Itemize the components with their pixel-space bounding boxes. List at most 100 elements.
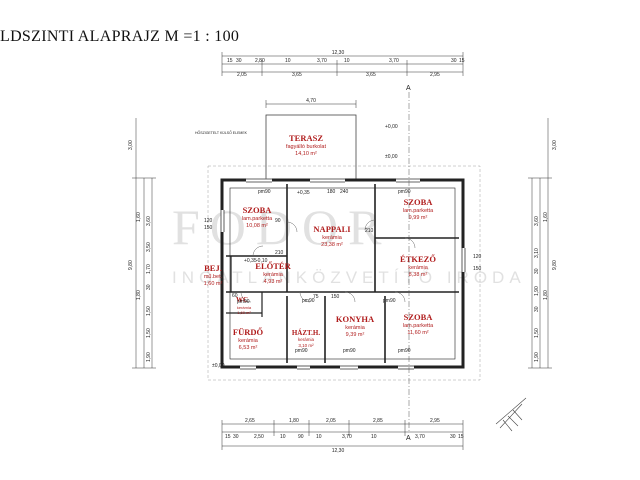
bottom-dimension-chain [221, 420, 464, 450]
dim-bottom-fine-9: 30 [450, 434, 456, 440]
room-szoba1-line1: lam.parketta [242, 216, 273, 222]
door-label-0: pm90 [258, 189, 271, 195]
room-terasz-name: TERASZ [289, 133, 323, 143]
room-wc-line2: 1,60 m² [237, 310, 251, 315]
dim-bottom-fine-7: 10 [371, 434, 377, 440]
room-konyha-line1: kerámia [345, 325, 366, 331]
room-terasz-line1: fagyálló burkolat [286, 144, 327, 150]
room-terasz-line2: 14,10 m² [295, 151, 317, 157]
dim-right-outer-3: 1,80 [543, 290, 549, 300]
top-dimension-chain [221, 52, 464, 108]
dim-top-fine-2: 2,80 [255, 58, 265, 64]
win-label-4: 180 [327, 189, 336, 195]
win-label-9: 60 [232, 293, 238, 299]
dim-top-mid-2: 3,65 [366, 72, 376, 78]
dim-top-fine-3: 10 [285, 58, 291, 64]
room-furdo-line2: 6,53 m² [239, 345, 258, 351]
room-nappali-name: NAPPALI [313, 224, 351, 234]
dim-bottom-fine-5: 10 [316, 434, 322, 440]
win-label-10: 150 [331, 294, 340, 300]
dim-top-fine-0: 15 [227, 58, 233, 64]
dim-right-inner-1: 3,10 [534, 248, 540, 258]
watermark-brand: FODOR [172, 199, 391, 255]
dim-bottom-fine-0: 15 [225, 434, 231, 440]
door-label-5: pm90 [295, 348, 308, 354]
dim-bottom-fine-1: 30 [233, 434, 239, 440]
watermark-tagline: INGATLANKÖZVETÍTŐ IRODA [172, 268, 526, 287]
room-eloter-line2: 4,93 m² [264, 279, 283, 285]
room-etkezo-line2: 8,38 m² [409, 272, 428, 278]
dim-right-inner-4: 30 [534, 306, 540, 312]
dim-top-mid-3: 2,95 [430, 72, 440, 78]
dim-bottom-fine-6: 3,70 [342, 434, 352, 440]
dim-left-outer-3: 1,80 [136, 290, 142, 300]
win-label-2: 90 [275, 218, 281, 224]
dim-top-mid-0: 2,05 [237, 72, 247, 78]
note-insulation: HŐSZIGETELT KÜLSŐ ELEMEK [195, 130, 248, 135]
room-etkezo-line1: kerámia [408, 265, 429, 271]
dim-bottom-fine-4: 90 [298, 434, 304, 440]
dim-left-inner-1: 3,50 [146, 242, 152, 252]
dim-left-outer-0: 3,00 [128, 140, 134, 150]
dim-top-total: 12,30 [332, 50, 345, 56]
dim-left-outer-1: 9,80 [128, 260, 134, 270]
dim-right-outer-1: 9,80 [552, 260, 558, 270]
win-label-6: 120 [473, 254, 482, 260]
room-wc-line1: kerámia [237, 305, 252, 310]
left-dimension-chain [132, 118, 156, 369]
dim-left-outer-2: 1,60 [136, 212, 142, 222]
dim-top-fine-8: 15 [459, 58, 465, 64]
room-bej-name: BEJ. [204, 263, 222, 273]
level-4: +0,35 [244, 258, 257, 264]
win-label-7: 150 [473, 266, 482, 272]
plan-title: LDSZINTI ALAPRAJZ M =1 : 100 [0, 28, 240, 45]
dim-left-inner-3: 30 [146, 284, 152, 290]
dim-bottom-mid-1: 1,80 [289, 418, 299, 424]
dim-left-inner-2: 1,70 [146, 264, 152, 274]
room-furdo-line1: kerámia [238, 338, 259, 344]
dim-bottom-fine-10: 15 [458, 434, 464, 440]
dim-top-fine-4: 3,70 [317, 58, 327, 64]
dim-top-fine-7: 30 [451, 58, 457, 64]
dim-terrace-width: 4,70 [306, 98, 316, 104]
dim-bottom-fine-8: 3,70 [415, 434, 425, 440]
win-label-8: 210 [365, 228, 374, 234]
level-5: ±0,00 [212, 363, 225, 369]
dim-top-fine-6: 3,70 [389, 58, 399, 64]
level-3: -0,10 [256, 258, 268, 264]
dim-right-inner-2: 30 [534, 268, 540, 274]
room-szoba2-line1: lam.parketta [403, 208, 434, 214]
north-arrow-icon [495, 397, 527, 432]
level-2: +0,35 [297, 190, 310, 196]
room-eloter-name: ELŐTÉR [255, 261, 291, 271]
room-eloter-line1: kerámia [263, 272, 284, 278]
room-konyha-line2: 9,39 m² [346, 332, 365, 338]
win-label-3: 210 [275, 250, 284, 256]
room-bej-line1: mű.bet. [204, 274, 223, 280]
dim-top-fine-5: 10 [344, 58, 350, 64]
dim-bottom-mid-0: 2,65 [245, 418, 255, 424]
room-konyha-name: KONYHA [336, 314, 375, 324]
win-label-0: 120 [204, 218, 213, 224]
room-etkezo-name: ÉTKEZŐ [400, 254, 436, 264]
room-haztb-line1: kerámia [298, 337, 315, 342]
room-nappali-line1: kerámia [322, 235, 343, 241]
room-szoba3-name: SZOBA [404, 312, 434, 322]
win-label-1: 150 [204, 225, 213, 231]
room-bej-line2: 1,60 m² [204, 281, 223, 287]
door-label-4: pm90 [383, 298, 396, 304]
room-furdo-name: FÜRDŐ [233, 327, 264, 337]
dim-right-outer-2: 1,60 [543, 212, 549, 222]
right-dimension-chain [528, 118, 552, 369]
level-1: ±0,00 [385, 154, 398, 160]
room-szoba1-name: SZOBA [243, 205, 273, 215]
level-0: +0,00 [385, 124, 398, 130]
door-label-6: pm90 [343, 348, 356, 354]
dim-right-inner-0: 3,60 [534, 216, 540, 226]
dim-right-inner-5: 1,50 [534, 328, 540, 338]
section-marker-top: A [406, 85, 411, 92]
dim-bottom-fine-3: 10 [280, 434, 286, 440]
dim-bottom-mid-4: 2,95 [430, 418, 440, 424]
room-szoba2-name: SZOBA [404, 197, 434, 207]
win-label-11: 75 [313, 294, 319, 300]
